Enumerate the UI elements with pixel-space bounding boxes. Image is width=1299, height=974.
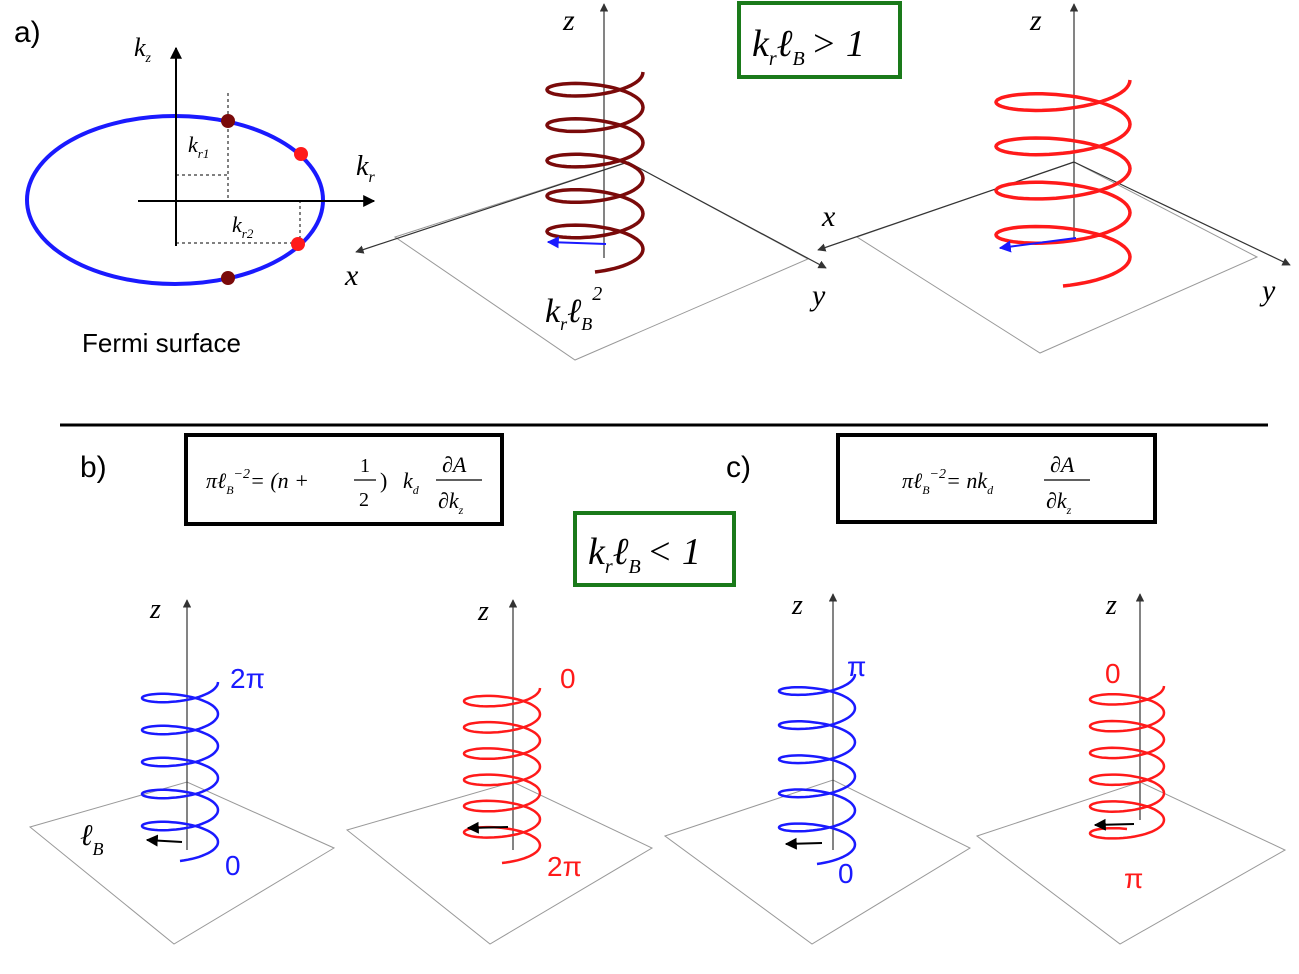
svg-text:1: 1 [360, 455, 370, 477]
formula-box-c: πℓB−2= nkd ∂A ∂kz [836, 433, 1157, 524]
svg-text:z: z [477, 596, 489, 627]
kr2-label: kr2 [232, 212, 254, 241]
svg-text:): ) [380, 468, 387, 493]
svg-text:∂A: ∂A [1050, 452, 1075, 477]
kr-axis-label: kr [356, 151, 375, 186]
svg-text:z: z [1105, 590, 1117, 621]
svg-text:πℓB−2= (n +: πℓB−2= (n + [206, 467, 309, 497]
scene-a1-z-label: z [562, 4, 575, 37]
scene-a2-radius-arrow [998, 237, 1077, 253]
scene-b2: z 0 2π [345, 596, 654, 945]
fermi-surface-diagram: kz kr kr1 kr2 Fermi surface [25, 33, 375, 358]
scene-a1-radius-arrow [546, 236, 607, 249]
svg-text:∂kz: ∂kz [438, 488, 464, 517]
scene-a2-plane [855, 161, 1259, 354]
svg-text:0: 0 [225, 850, 241, 881]
kr1-label: kr1 [188, 132, 209, 161]
fermi-surface-caption: Fermi surface [82, 328, 241, 358]
scene-c1: z π 0 [663, 590, 972, 945]
svg-text:z: z [791, 590, 803, 621]
svg-text:π: π [1124, 863, 1143, 894]
svg-text:kd: kd [403, 468, 420, 497]
svg-text:∂kz: ∂kz [1046, 488, 1072, 517]
condition-box-greater: krℓB> 1 [737, 1, 902, 79]
svg-text:2: 2 [359, 489, 369, 511]
svg-text:πℓB−2= nkd: πℓB−2= nkd [902, 467, 994, 497]
svg-text:krℓB< 1: krℓB< 1 [588, 531, 701, 578]
svg-text:∂A: ∂A [442, 452, 467, 477]
scene-a1-y-label: y [809, 279, 826, 312]
svg-text:π: π [847, 651, 866, 682]
formula-box-b: πℓB−2= (n + 1 2 ) kd ∂A ∂kz [184, 433, 504, 526]
svg-text:0: 0 [560, 663, 576, 694]
scene-a1-x-axis [355, 161, 629, 254]
scene-a1-radius-label: krℓB2 [545, 283, 602, 334]
kz-axis-label: kz [134, 33, 152, 66]
svg-text:ℓB: ℓB [80, 819, 104, 859]
svg-text:0: 0 [1105, 658, 1121, 689]
panel-label-c: c) [726, 451, 751, 484]
svg-text:krℓB> 1: krℓB> 1 [752, 23, 865, 70]
svg-text:2π: 2π [547, 851, 582, 882]
scene-a2-helix [994, 79, 1132, 288]
panel-label-a: a) [14, 16, 41, 49]
scene-a2-x-label: x [821, 200, 836, 233]
scene-a2-z-label: z [1029, 4, 1042, 37]
scene-a2: z x y [817, 3, 1291, 354]
scene-a1: z x y krℓB2 [344, 3, 827, 361]
svg-text:2π: 2π [230, 663, 265, 694]
extremal-point-top-dark [221, 114, 235, 128]
scene-a2-x-axis [817, 161, 1075, 252]
panel-label-b: b) [80, 451, 107, 484]
condition-box-less: krℓB< 1 [573, 511, 736, 587]
svg-text:z: z [149, 594, 161, 625]
extremal-point-top-red [294, 147, 308, 161]
scene-a1-x-label: x [344, 259, 359, 292]
scene-a2-y-label: y [1259, 274, 1276, 307]
svg-text:0: 0 [838, 858, 854, 889]
scene-a1-y-axis [627, 161, 827, 269]
extremal-point-bottom-red [291, 237, 305, 251]
scene-c2: z 0 π [975, 590, 1287, 945]
extremal-point-bottom-dark [221, 271, 235, 285]
scene-b1: z 2π 0 ℓB [28, 594, 336, 945]
scene-a2-y-axis [1073, 161, 1291, 266]
scene-a1-helix [545, 71, 645, 274]
